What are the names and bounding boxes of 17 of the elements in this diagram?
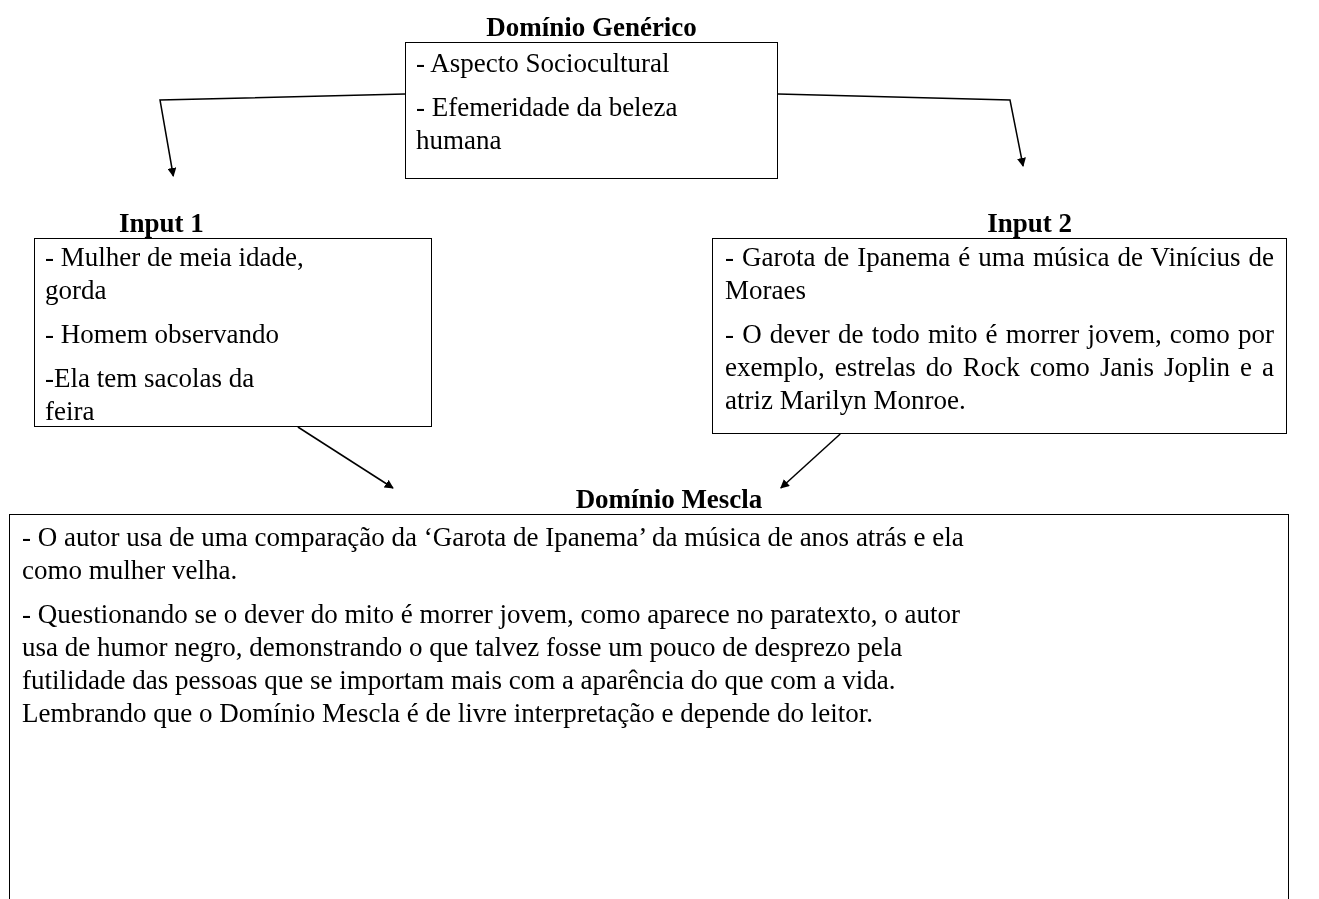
bullet-text: - Efemeridade da beleza humana bbox=[416, 91, 679, 157]
arrow bbox=[777, 93, 1026, 167]
bullet-text: - O dever de todo mito é morrer jovem, como por exemplo, estrelas do Rock como Janis Joplin e a atriz Marilyn Monroe. bbox=[725, 318, 1274, 417]
arrow bbox=[159, 93, 406, 177]
arrow bbox=[780, 433, 841, 489]
box-heading: Domínio Genérico bbox=[486, 12, 697, 42]
arrow bbox=[297, 426, 394, 489]
bullet-text: - Mulher de meia idade, gorda bbox=[45, 241, 305, 307]
box-heading: Input 1 bbox=[119, 208, 204, 238]
box-heading: Domínio Mescla bbox=[575, 484, 763, 514]
bullet-text: - Questionando se o dever do mito é morrer jovem, como aparece no paratexto, o autor usa de humor negro, demonstrando o que talvez fosse um pouco de desprezo pela futilidade das pessoas que se importam mais com a aparência do que com a vida. Lembrando que o Domínio Mescla é de livre interpretação e depende do leitor. bbox=[22, 598, 961, 730]
bullet-text: - Homem observando bbox=[45, 318, 280, 351]
box-heading: Input 2 bbox=[987, 208, 1072, 238]
bullet-text: - O autor usa de uma comparação da ‘Garota de Ipanema’ da música de anos atrás e ela como mulher velha. bbox=[22, 521, 965, 587]
bullet-text: - Garota de Ipanema é uma música de Vinícius de Moraes bbox=[725, 241, 1274, 307]
bullet-text: -Ela tem sacolas da feira bbox=[45, 362, 256, 428]
bullet-text: - Aspecto Sociocultural bbox=[416, 47, 671, 80]
